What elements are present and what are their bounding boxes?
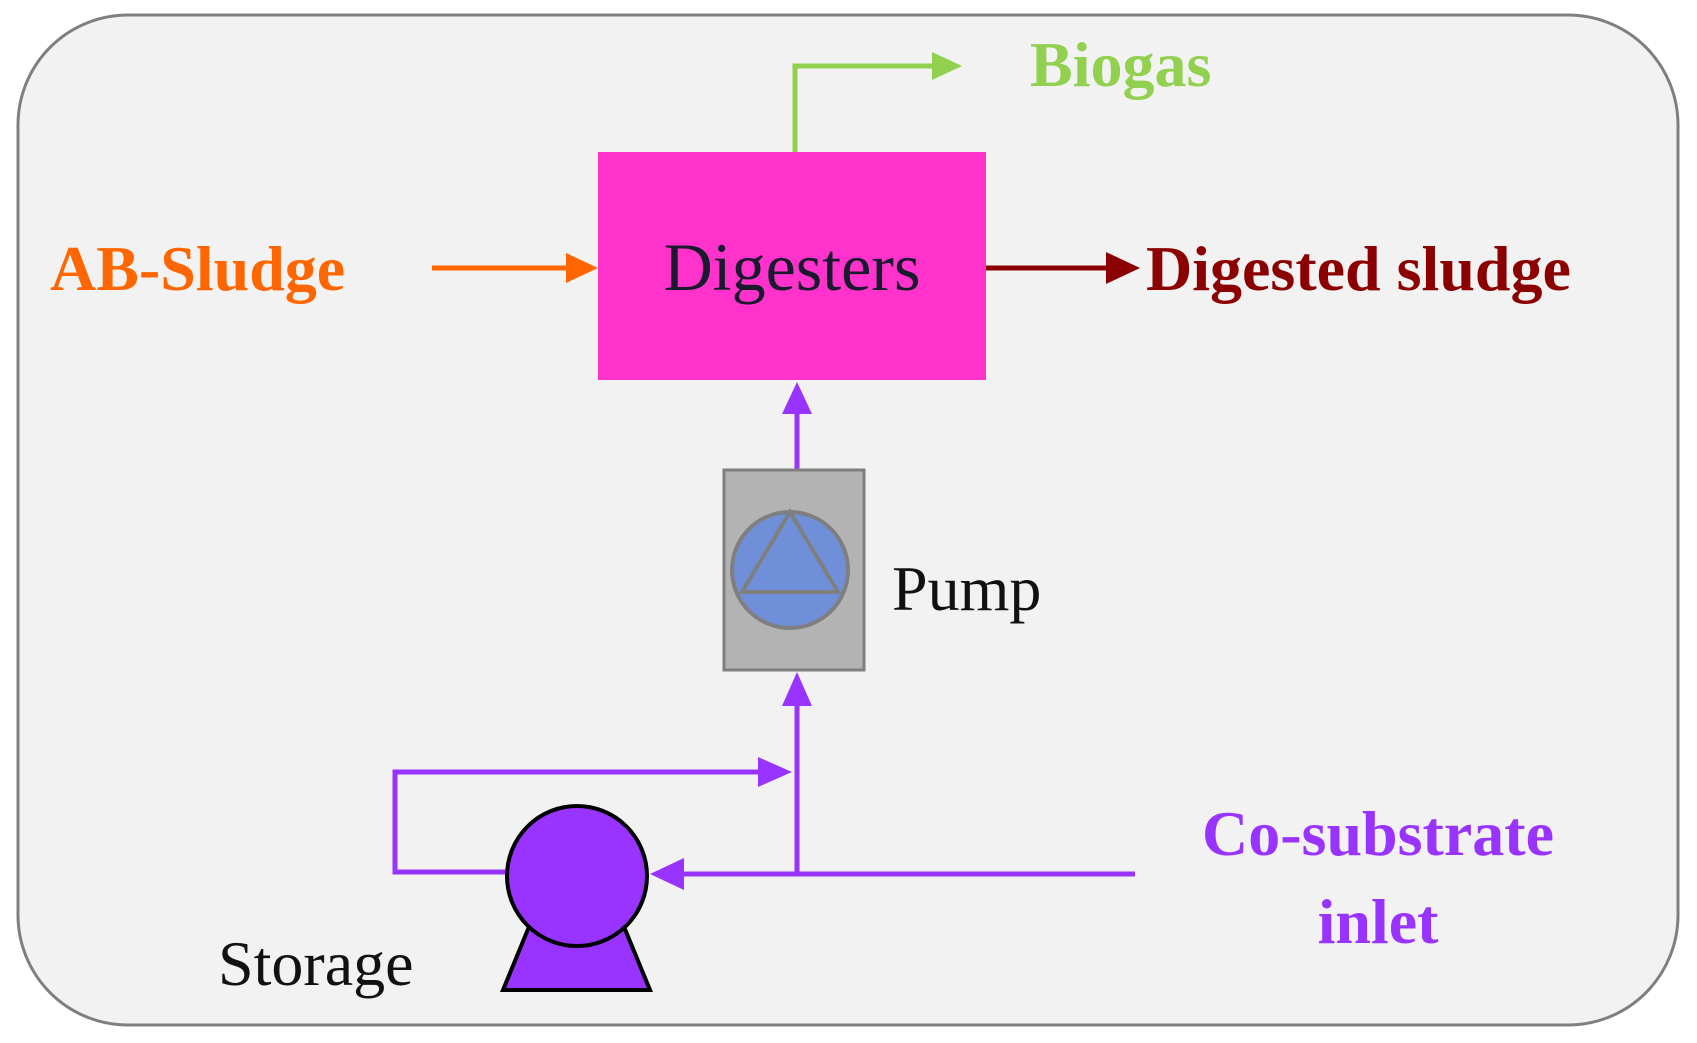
pump-to-digesters-arrow bbox=[782, 382, 812, 470]
digesters-box bbox=[598, 152, 986, 380]
digesters-label: Digesters bbox=[664, 229, 921, 305]
biogas-label: Biogas bbox=[1030, 29, 1211, 100]
digested-sludge-label: Digested sludge bbox=[1146, 233, 1571, 304]
storage-tank-icon bbox=[500, 804, 653, 992]
digested-sludge-flow-arrow bbox=[986, 252, 1140, 284]
storage-label: Storage bbox=[218, 928, 414, 999]
inlet-to-pump-arrow bbox=[782, 672, 812, 872]
co-substrate-label-line1: Co-substrate bbox=[1202, 798, 1554, 869]
ab-sludge-flow-arrow bbox=[432, 253, 598, 283]
ab-sludge-label: AB-Sludge bbox=[50, 233, 345, 304]
storage-recirculation-arrow bbox=[392, 757, 792, 875]
co-substrate-inlet-arrow bbox=[650, 858, 1135, 890]
pump-triangle-icon bbox=[738, 508, 842, 594]
pump-icon bbox=[730, 510, 850, 630]
co-substrate-label-line2: inlet bbox=[1318, 886, 1440, 957]
pump-label: Pump bbox=[892, 553, 1041, 624]
biogas-flow-arrow bbox=[792, 52, 962, 152]
